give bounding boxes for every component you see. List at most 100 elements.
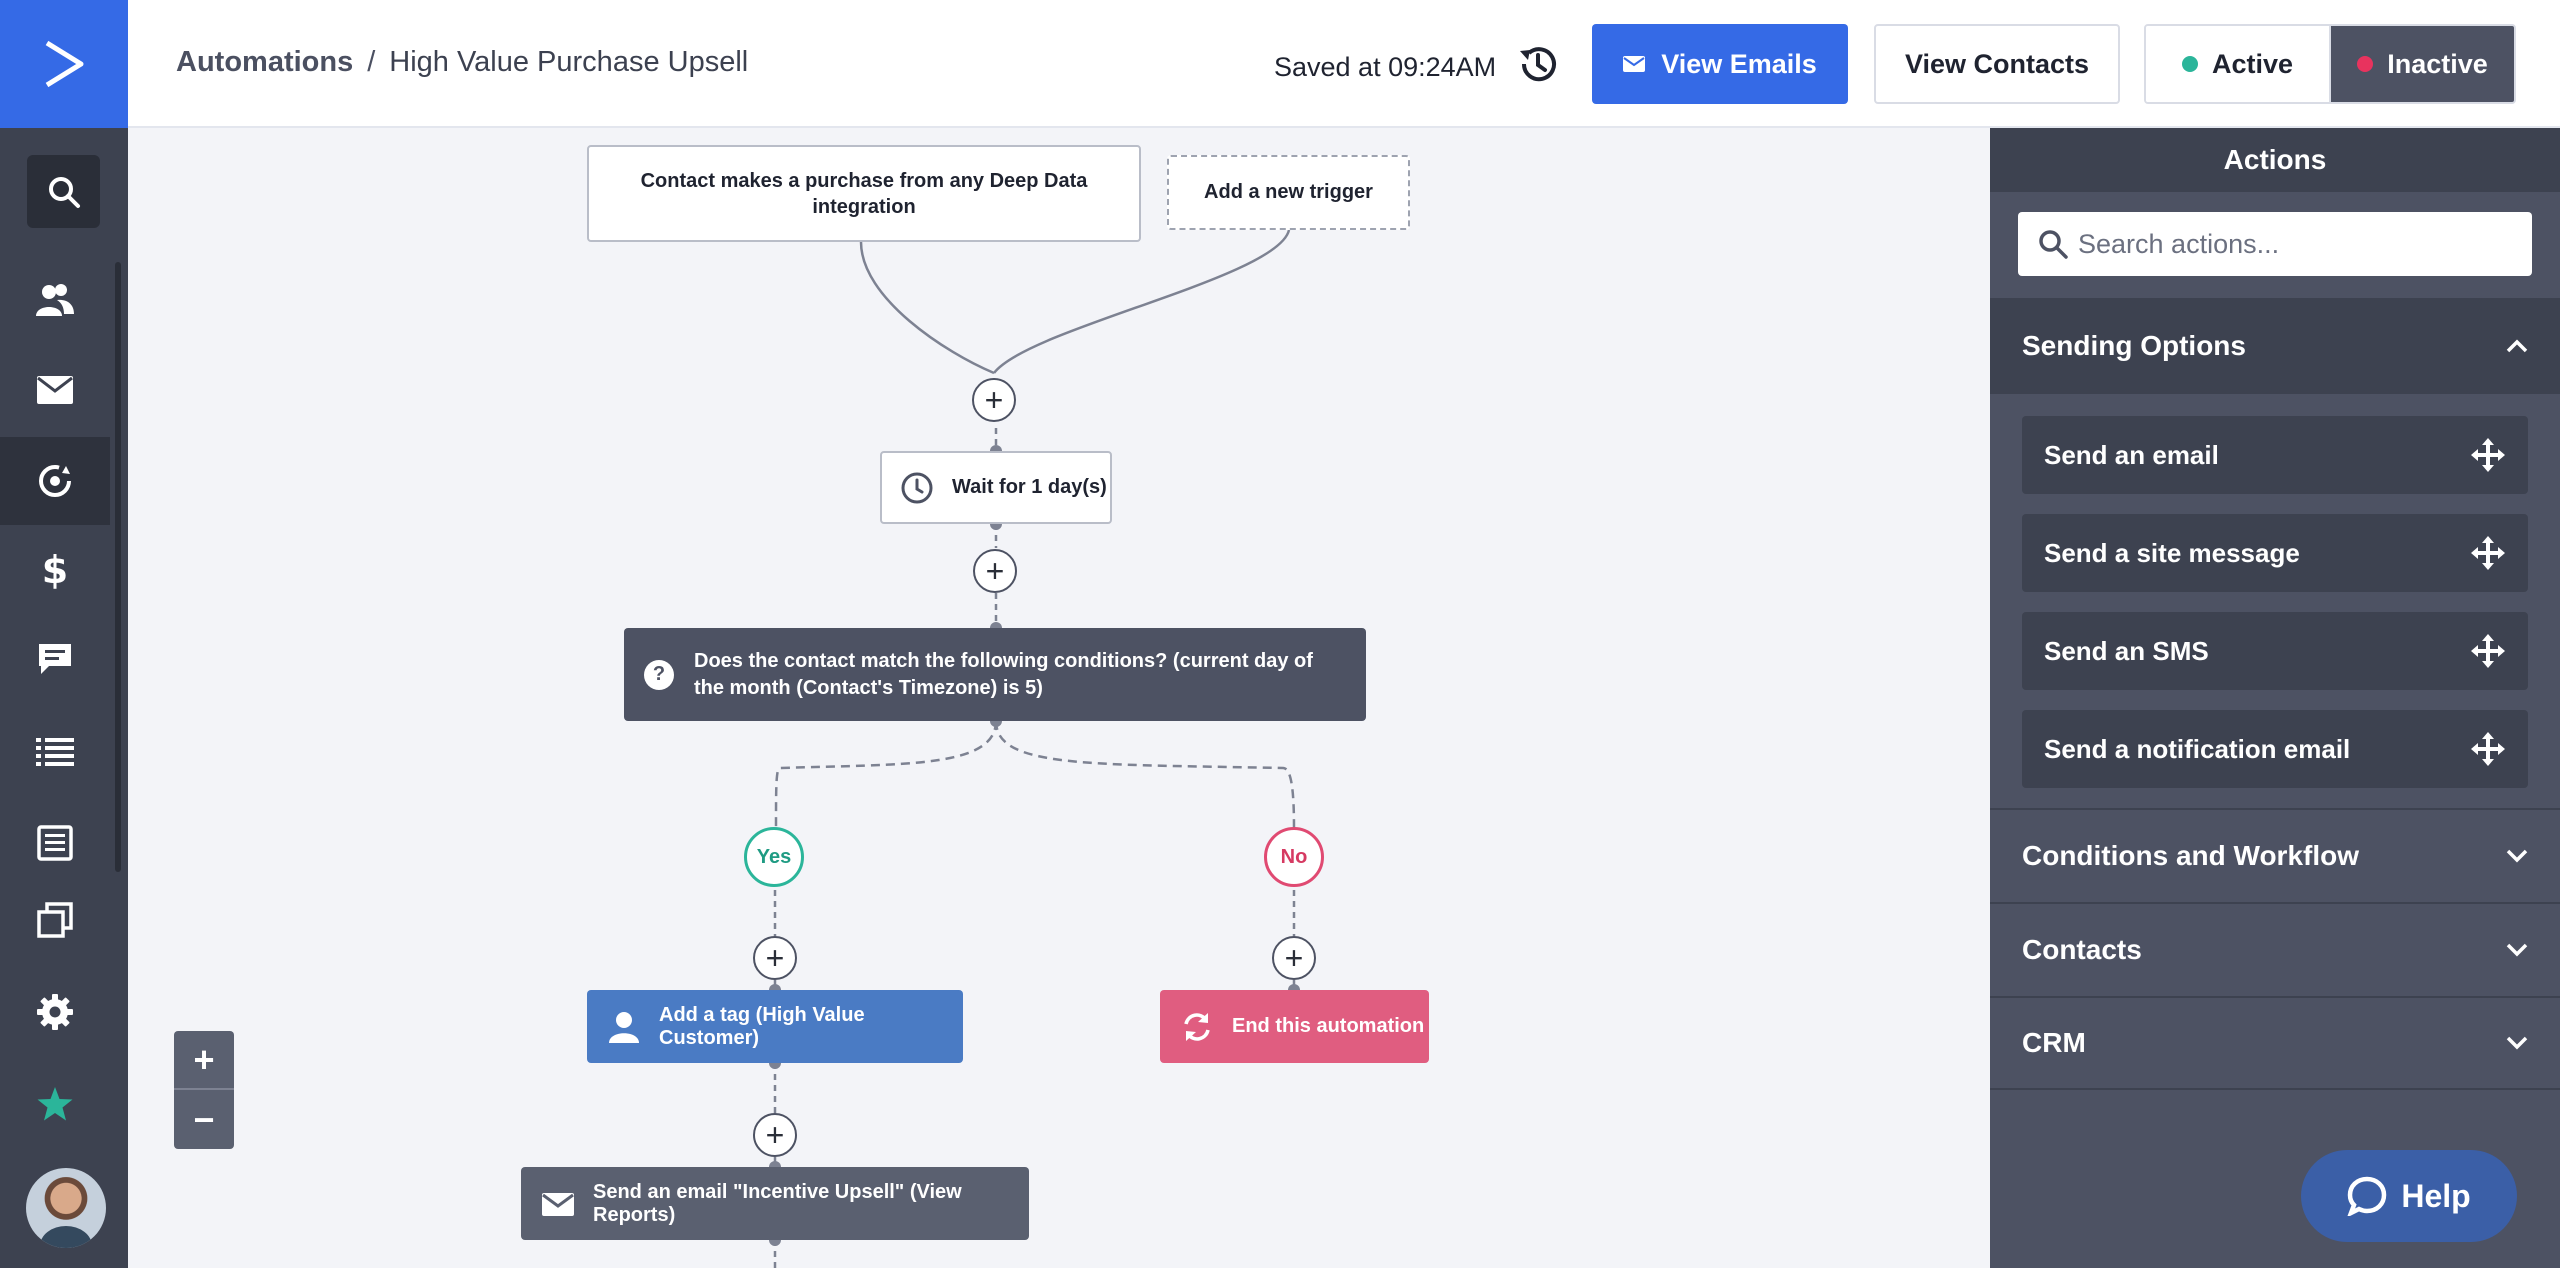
document-icon xyxy=(37,825,73,861)
zoom-out-button[interactable]: − xyxy=(193,1098,215,1140)
chat-bubble-icon xyxy=(2347,1176,2387,1216)
add-trigger-node[interactable]: Add a new trigger xyxy=(1167,155,1410,230)
saved-status: Saved at 09:24AM xyxy=(1274,52,1497,82)
view-emails-button[interactable]: View Emails xyxy=(1592,24,1848,104)
sidebar-scrollbar[interactable] xyxy=(115,262,121,872)
envelope-icon xyxy=(37,376,73,404)
help-label: Help xyxy=(2401,1177,2471,1214)
active-label: Active xyxy=(2211,48,2294,79)
add-step-button[interactable]: + xyxy=(973,549,1017,593)
inactive-toggle-button[interactable]: Inactive xyxy=(2331,26,2514,102)
breadcrumb-automations-link[interactable]: Automations xyxy=(176,46,354,78)
action-send-email[interactable]: Send an email xyxy=(2022,416,2528,494)
add-step-button[interactable]: + xyxy=(1272,936,1316,980)
active-toggle-button[interactable]: Active xyxy=(2146,26,2331,102)
send-email-node[interactable]: Send an email "Incentive Upsell" (View R… xyxy=(521,1167,1029,1240)
chat-bubble-icon xyxy=(39,644,71,674)
sidebar-item-contacts[interactable] xyxy=(0,256,110,344)
list-icon xyxy=(36,738,74,766)
sidebar-item-settings[interactable] xyxy=(0,968,110,1056)
wait-node[interactable]: Wait for 1 day(s) xyxy=(880,451,1112,524)
condition-node[interactable]: ? Does the contact match the following c… xyxy=(624,628,1366,721)
action-send-notification-email[interactable]: Send a notification email xyxy=(2022,710,2528,788)
move-icon[interactable] xyxy=(2470,535,2506,571)
logo[interactable] xyxy=(0,0,128,128)
section-crm[interactable]: CRM xyxy=(1990,996,2560,1090)
sidebar-item-conversations[interactable] xyxy=(0,615,110,703)
zoom-controls: + − xyxy=(174,1031,234,1149)
actions-search[interactable] xyxy=(2018,212,2532,276)
contacts-icon xyxy=(36,284,74,316)
end-automation-node[interactable]: End this automation xyxy=(1160,990,1429,1063)
section-contacts[interactable]: Contacts xyxy=(1990,902,2560,996)
breadcrumb: Automations / High Value Purchase Upsell xyxy=(176,46,748,79)
section-sending-options-label: Sending Options xyxy=(2022,330,2246,361)
action-send-site-message-label: Send a site message xyxy=(2044,537,2300,568)
actions-panel: Actions Sending Options Send an email Se… xyxy=(1990,128,2560,1268)
clock-icon xyxy=(901,472,933,503)
search-icon xyxy=(2039,230,2068,259)
section-conditions-workflow-label: Conditions and Workflow xyxy=(2022,840,2360,871)
yes-branch-label: Yes xyxy=(744,827,804,887)
action-send-site-message[interactable]: Send a site message xyxy=(2022,514,2528,592)
wait-node-label: Wait for 1 day(s) xyxy=(952,476,1107,498)
actions-panel-title: Actions xyxy=(1990,128,2560,192)
send-email-node-label: Send an email "Incentive Upsell" (View R… xyxy=(593,1180,962,1226)
section-sending-options[interactable]: Sending Options xyxy=(1990,298,2560,394)
sidebar-item-automations[interactable] xyxy=(0,437,110,525)
actions-search-input[interactable] xyxy=(2078,228,2518,260)
action-send-email-label: Send an email xyxy=(2044,439,2219,470)
section-crm-label: CRM xyxy=(2022,1027,2086,1058)
chevron-down-icon xyxy=(2506,943,2528,957)
add-step-button[interactable]: + xyxy=(972,378,1016,422)
star-icon xyxy=(37,1087,73,1121)
chevron-down-icon xyxy=(2506,1036,2528,1050)
page-title[interactable]: High Value Purchase Upsell xyxy=(389,46,749,78)
move-icon[interactable] xyxy=(2470,437,2506,473)
no-branch-label: No xyxy=(1264,827,1324,887)
question-icon: ? xyxy=(644,659,674,690)
move-icon[interactable] xyxy=(2470,731,2506,767)
inactive-status-dot xyxy=(2357,56,2374,72)
automation-canvas[interactable]: Contact makes a purchase from any Deep D… xyxy=(128,128,1990,1268)
chevron-logo-icon xyxy=(45,40,84,88)
status-toggle: Active Inactive xyxy=(2144,24,2516,104)
avatar[interactable] xyxy=(26,1168,106,1248)
view-emails-label: View Emails xyxy=(1661,48,1817,79)
trigger-node[interactable]: Contact makes a purchase from any Deep D… xyxy=(587,145,1141,242)
sidebar-item-campaigns[interactable] xyxy=(0,346,110,434)
move-icon[interactable] xyxy=(2470,633,2506,669)
chevron-down-icon xyxy=(2506,849,2528,863)
chevron-up-icon xyxy=(2506,339,2528,353)
breadcrumb-separator: / xyxy=(367,46,376,78)
help-button[interactable]: Help xyxy=(2301,1150,2517,1242)
user-icon xyxy=(609,1011,639,1043)
envelope-icon xyxy=(542,1192,574,1216)
condition-node-label: Does the contact match the following con… xyxy=(694,649,1313,699)
inactive-label: Inactive xyxy=(2387,48,2488,79)
sidebar-item-forms[interactable] xyxy=(0,799,110,887)
sidebar-item-favorites[interactable] xyxy=(0,1060,110,1148)
section-contacts-label: Contacts xyxy=(2022,934,2142,965)
section-conditions-workflow[interactable]: Conditions and Workflow xyxy=(1990,808,2560,902)
automations-icon xyxy=(39,465,71,497)
action-send-sms[interactable]: Send an SMS xyxy=(2022,612,2528,690)
pages-icon xyxy=(37,902,73,938)
sidebar-item-lists[interactable] xyxy=(0,708,110,796)
sidebar-item-deals[interactable]: $ xyxy=(0,526,110,614)
gear-icon xyxy=(37,994,73,1030)
add-step-button[interactable]: + xyxy=(753,1113,797,1157)
history-icon[interactable] xyxy=(1516,42,1560,86)
zoom-in-button[interactable]: + xyxy=(174,1031,234,1090)
left-sidebar: $ xyxy=(0,0,128,1268)
add-tag-node-label: Add a tag (High Value Customer) xyxy=(659,1003,865,1049)
dollar-icon: $ xyxy=(42,550,68,590)
envelope-icon xyxy=(1623,56,1646,72)
svg-text:$: $ xyxy=(42,550,68,590)
view-contacts-button[interactable]: View Contacts xyxy=(1874,24,2120,104)
sidebar-item-pages[interactable] xyxy=(0,876,110,964)
add-step-button[interactable]: + xyxy=(753,936,797,980)
sidebar-search-button[interactable] xyxy=(27,155,100,228)
add-tag-node[interactable]: Add a tag (High Value Customer) xyxy=(587,990,963,1063)
action-send-sms-label: Send an SMS xyxy=(2044,635,2209,666)
